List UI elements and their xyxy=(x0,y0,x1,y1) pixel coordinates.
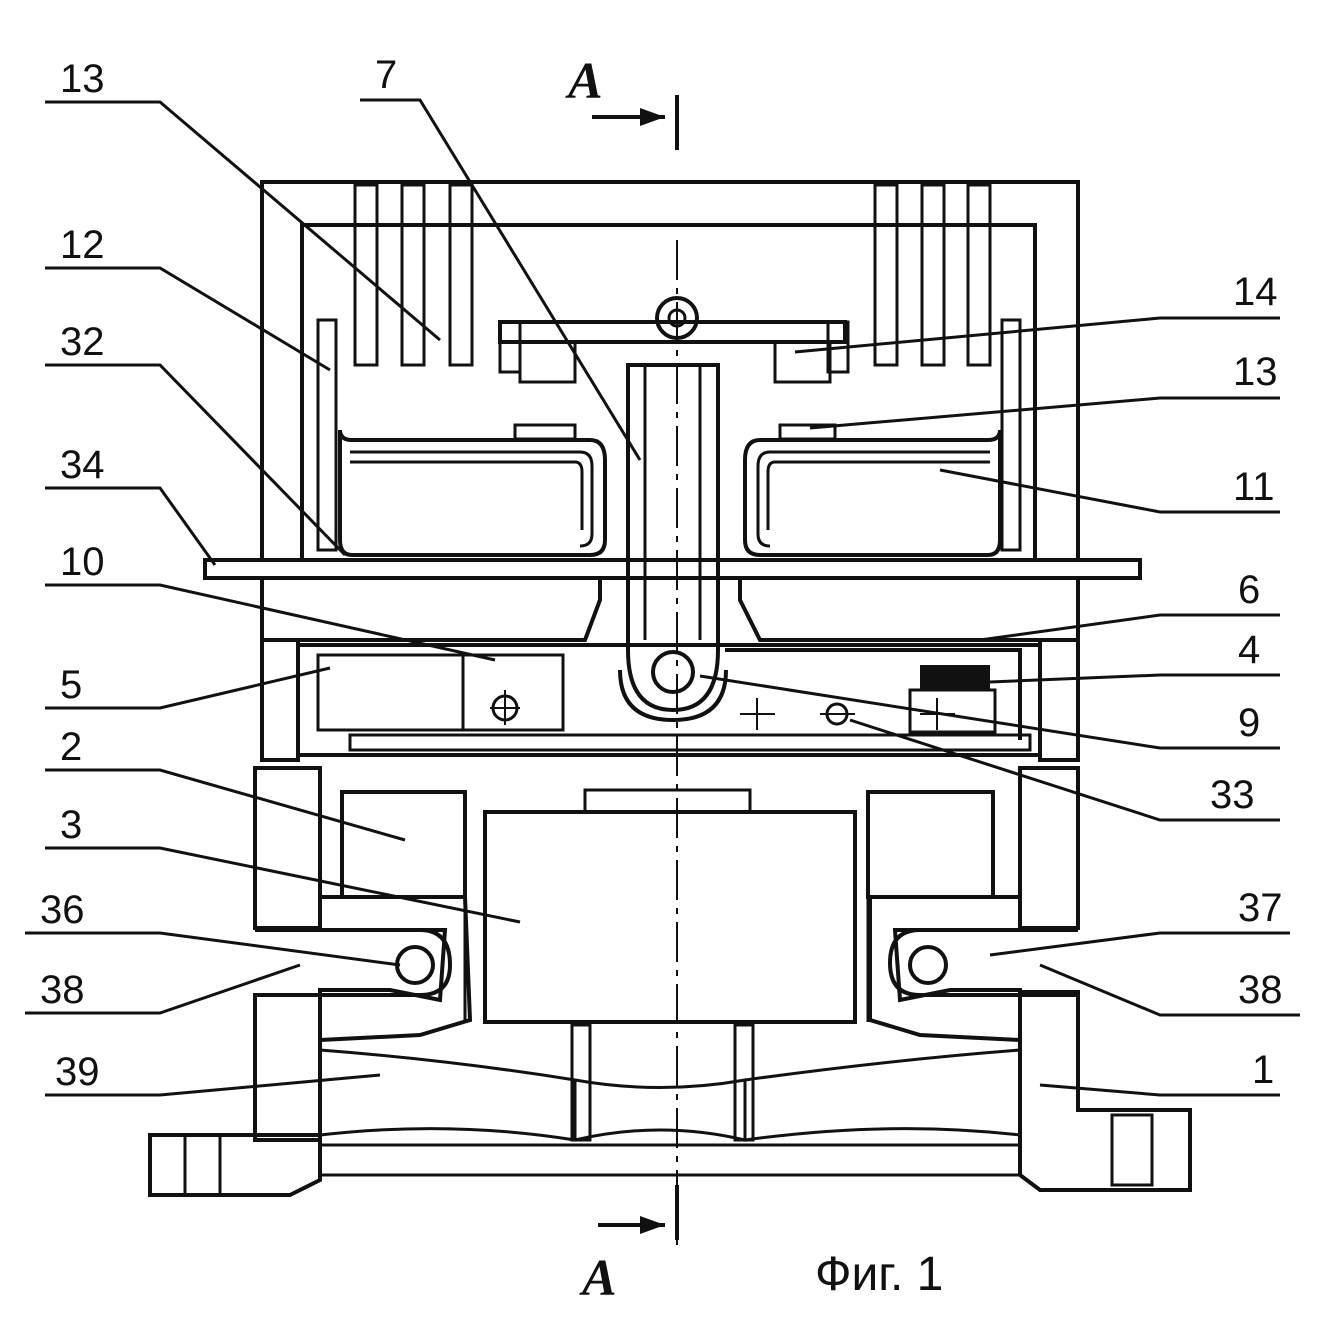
label-38-left: 38 xyxy=(40,968,85,1012)
housing-top xyxy=(262,182,1078,560)
bracket-right xyxy=(1002,320,1020,550)
label-6: 6 xyxy=(1238,568,1260,612)
label-12: 12 xyxy=(60,223,105,267)
leader-lines-left xyxy=(25,100,640,1095)
label-9: 9 xyxy=(1238,701,1260,745)
terminal-group-left xyxy=(355,185,472,365)
section-label-bottom: A xyxy=(579,1250,617,1307)
bracket-left xyxy=(318,320,336,550)
label-32: 32 xyxy=(60,320,105,364)
label-4: 4 xyxy=(1238,628,1260,672)
label-3: 3 xyxy=(60,803,82,847)
label-10: 10 xyxy=(60,540,105,584)
label-36: 36 xyxy=(40,888,85,932)
armature-chamber xyxy=(298,645,1040,755)
contact-bridge xyxy=(500,298,848,382)
springs xyxy=(320,1025,1020,1140)
label-14: 14 xyxy=(1233,270,1278,314)
label-1: 1 xyxy=(1252,1048,1274,1092)
label-7: 7 xyxy=(375,53,397,97)
label-2: 2 xyxy=(60,725,82,769)
section-label-top: A xyxy=(565,53,603,110)
label-39: 39 xyxy=(55,1050,100,1094)
section-mark-top xyxy=(592,95,677,150)
label-13-top-left: 13 xyxy=(60,57,105,101)
label-33: 33 xyxy=(1210,773,1255,817)
figure-caption: Фиг. 1 xyxy=(815,1248,943,1301)
label-5: 5 xyxy=(60,663,82,707)
section-mark-bottom xyxy=(598,1185,677,1240)
label-13-right: 13 xyxy=(1233,350,1278,394)
label-34: 34 xyxy=(60,443,105,487)
label-37: 37 xyxy=(1238,886,1283,930)
label-11: 11 xyxy=(1233,465,1275,509)
pusher-rod xyxy=(628,365,718,710)
plate-34 xyxy=(205,560,1140,578)
arc-coil-left xyxy=(340,425,605,555)
label-38-right: 38 xyxy=(1238,968,1283,1012)
arc-coil-right xyxy=(745,425,1000,555)
